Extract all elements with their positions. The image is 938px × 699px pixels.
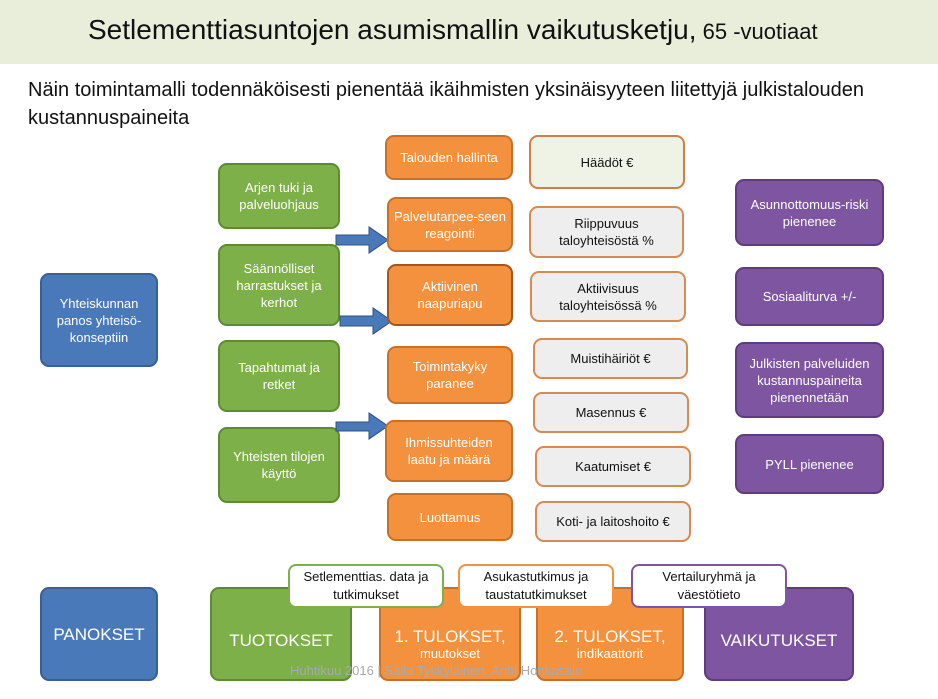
title-main: Setlementtiasuntojen asumismallin vaikut… xyxy=(88,14,697,45)
source-label-2: Asukastutkimus ja taustatutkimukset xyxy=(458,564,614,608)
result1-box-2: Palvelutarpee-seen reagointi xyxy=(387,197,513,252)
result2-box-1: Häädöt € xyxy=(529,135,685,189)
source-label-1: Setlementtias. data ja tutkimukset xyxy=(288,564,444,608)
impact-box-4: PYLL pienenee xyxy=(735,434,884,494)
result1-box-3: Aktiivinen naapuriapu xyxy=(387,264,513,326)
legend-tulokset2-label: 2. TULOKSET, xyxy=(554,627,666,646)
legend-tulokset1-label: 1. TULOKSET, xyxy=(394,627,506,646)
page-title: Setlementtiasuntojen asumismallin vaikut… xyxy=(88,14,818,46)
arrow-3 xyxy=(335,412,389,440)
footer-text: Huhtikuu 2016 | Saila Tykkyläinen, Antti… xyxy=(290,663,583,678)
result2-box-5: Masennus € xyxy=(533,392,689,433)
source-label-3: Vertailuryhmä ja väestötieto xyxy=(631,564,787,608)
legend-panokset: PANOKSET xyxy=(40,587,158,681)
legend-vaikutukset-label: VAIKUTUKSET xyxy=(720,630,838,650)
output-box-1: Arjen tuki ja palveluohjaus xyxy=(218,163,340,229)
result2-box-2: Riippuvuus taloyhteisöstä % xyxy=(529,206,684,258)
title-bar: Setlementtiasuntojen asumismallin vaikut… xyxy=(0,0,938,64)
impact-box-3: Julkisten palveluiden kustannuspaineita … xyxy=(735,342,884,418)
legend-tulokset2-sub: indikaattorit xyxy=(576,646,644,661)
legend-panokset-label: PANOKSET xyxy=(53,624,145,644)
arrow-2 xyxy=(339,307,393,335)
result2-box-4: Muistihäiriöt € xyxy=(533,338,688,379)
arrow-1 xyxy=(335,226,389,254)
title-suffix: 65 -vuotiaat xyxy=(696,19,818,44)
result2-box-6: Kaatumiset € xyxy=(535,446,691,487)
result1-box-1: Talouden hallinta xyxy=(385,135,513,180)
legend-tuotokset: TUOTOKSET xyxy=(210,587,352,681)
impact-box-1: Asunnottomuus-riski pienenee xyxy=(735,179,884,246)
output-box-4: Yhteisten tilojen käyttö xyxy=(218,427,340,503)
result1-box-4: Toimintakyky paranee xyxy=(387,346,513,404)
impact-box-2: Sosiaaliturva +/- xyxy=(735,267,884,326)
output-box-3: Tapahtumat ja retket xyxy=(218,340,340,412)
result2-box-3: Aktiivisuus taloyhteisössä % xyxy=(530,271,686,322)
input-box: Yhteiskunnan panos yhteisö-konseptiin xyxy=(40,273,158,367)
page-subtitle: Näin toimintamalli todennäköisesti piene… xyxy=(28,79,864,129)
legend-tuotokset-label: TUOTOKSET xyxy=(229,630,333,650)
legend-tulokset1-sub: muutokset xyxy=(420,646,480,661)
result1-box-5: Ihmissuhteiden laatu ja määrä xyxy=(385,420,513,482)
result2-box-7: Koti- ja laitoshoito € xyxy=(535,501,691,542)
output-box-2: Säännölliset harrastukset ja kerhot xyxy=(218,244,340,326)
result1-box-6: Luottamus xyxy=(387,493,513,541)
